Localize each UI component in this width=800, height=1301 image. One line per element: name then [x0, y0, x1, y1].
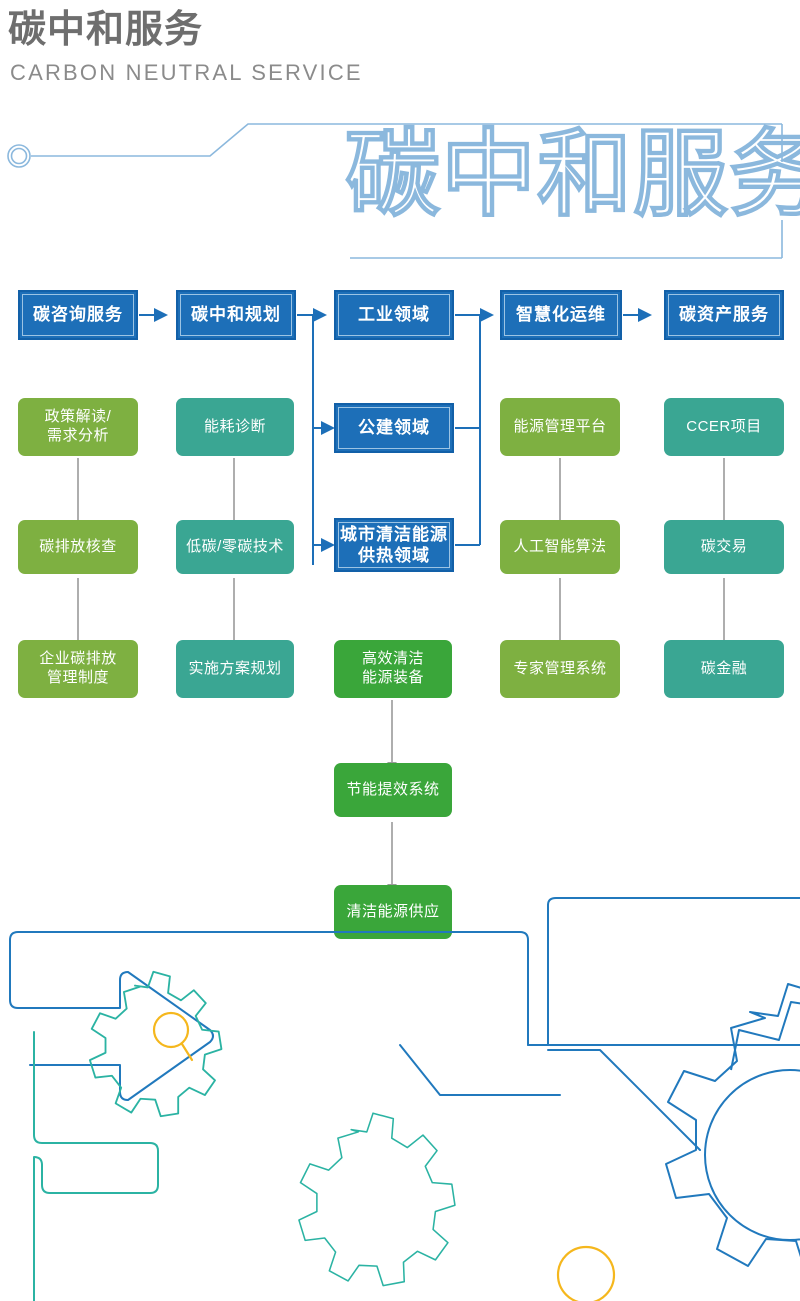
- page-header: 碳中和服务 CARBON NEUTRAL SERVICE: [0, 0, 800, 110]
- node-label: 清洁能源供应: [346, 902, 440, 920]
- flow-connector-lines: [73, 308, 729, 894]
- page-subtitle: CARBON NEUTRAL SERVICE: [10, 60, 363, 85]
- node-carbon-consulting[interactable]: 碳咨询服务: [18, 290, 138, 340]
- ring-icon-inner: [10, 147, 28, 165]
- circle-yellow-icon: [556, 1245, 616, 1301]
- node-label: 能耗诊断: [203, 417, 266, 435]
- node-expert-management-system[interactable]: 专家管理系统: [500, 640, 620, 698]
- node-label: 公建领域: [358, 418, 430, 438]
- node-carbon-neutral-planning[interactable]: 碳中和规划: [176, 290, 296, 340]
- gear-large-icon: [665, 983, 800, 1267]
- node-label: 碳资产服务: [679, 305, 769, 325]
- decorative-banner: 碳中和服务: [0, 110, 800, 270]
- node-low-zero-carbon-tech[interactable]: 低碳/零碳技术: [176, 520, 294, 574]
- node-policy-interpretation[interactable]: 政策解读/ 需求分析: [18, 398, 138, 456]
- node-energy-saving-system[interactable]: 节能提效系统: [334, 763, 452, 817]
- node-energy-management-platform[interactable]: 能源管理平台: [500, 398, 620, 456]
- node-label-line1: 高效清洁: [361, 650, 424, 668]
- node-label: 能源管理平台: [513, 417, 607, 435]
- node-label: 专家管理系统: [513, 659, 607, 677]
- node-efficient-clean-energy-equipment[interactable]: 高效清洁 能源装备: [334, 640, 452, 698]
- node-label: 碳咨询服务: [33, 305, 123, 325]
- node-carbon-finance[interactable]: 碳金融: [664, 640, 784, 698]
- node-enterprise-carbon-management[interactable]: 企业碳排放 管理制度: [18, 640, 138, 698]
- node-label-line2: 需求分析: [46, 427, 109, 444]
- node-label-line2: 能源装备: [361, 669, 424, 686]
- node-clean-energy-supply[interactable]: 清洁能源供应: [334, 885, 452, 939]
- banner-frame-svg: [7, 123, 783, 259]
- node-label: 工业领域: [358, 305, 430, 325]
- node-carbon-emission-verification[interactable]: 碳排放核查: [18, 520, 138, 574]
- node-label: 碳排放核查: [39, 537, 117, 555]
- node-label: 碳中和规划: [191, 305, 281, 325]
- node-urban-clean-energy-heating[interactable]: 城市清洁能源 供热领域: [334, 518, 454, 572]
- flow-diagram: 碳咨询服务 碳中和规划 工业领域 智慧化运维 碳资产服务 公建领域 城市清洁能源…: [0, 270, 800, 960]
- node-label-line2: 供热领域: [358, 546, 430, 565]
- node-label-line1: 企业碳排放: [39, 650, 117, 668]
- node-label: CCER项目: [686, 417, 762, 435]
- banner-outline-title: 碳中和服务: [344, 121, 800, 228]
- gear-tiny-teal-icon: [88, 970, 223, 1118]
- node-carbon-asset-service[interactable]: 碳资产服务: [664, 290, 784, 340]
- node-label-line1: 城市清洁能源: [340, 524, 448, 544]
- node-label-line2: 管理制度: [46, 669, 109, 686]
- node-label: 低碳/零碳技术: [186, 537, 284, 555]
- node-label: 节能提效系统: [346, 780, 440, 798]
- node-label-line1: 政策解读/: [44, 408, 112, 426]
- page-title: 碳中和服务: [8, 9, 204, 51]
- node-label: 智慧化运维: [516, 305, 606, 325]
- decoration-svg: [9, 897, 800, 1301]
- ring-icon-outer: [7, 144, 31, 168]
- gear-small-teal-icon: [298, 1112, 456, 1287]
- bottom-decoration: [0, 860, 800, 1301]
- node-smart-operations[interactable]: 智慧化运维: [500, 290, 622, 340]
- node-ai-algorithm[interactable]: 人工智能算法: [500, 520, 620, 574]
- node-label: 人工智能算法: [513, 537, 607, 555]
- node-label: 碳交易: [700, 537, 748, 555]
- node-public-building-field[interactable]: 公建领域: [334, 403, 454, 453]
- node-label: 实施方案规划: [188, 659, 282, 677]
- magnifier-icon: [152, 1011, 194, 1062]
- node-carbon-trading[interactable]: 碳交易: [664, 520, 784, 574]
- node-industrial-field[interactable]: 工业领域: [334, 290, 454, 340]
- node-implementation-plan[interactable]: 实施方案规划: [176, 640, 294, 698]
- node-energy-consumption-diagnosis[interactable]: 能耗诊断: [176, 398, 294, 456]
- node-ccer-project[interactable]: CCER项目: [664, 398, 784, 456]
- node-label: 碳金融: [700, 659, 748, 677]
